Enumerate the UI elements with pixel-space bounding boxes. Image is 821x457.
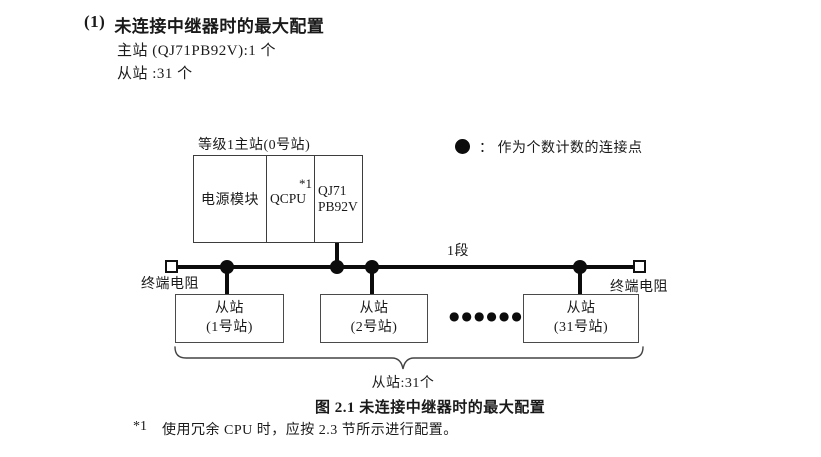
power-module-cell: 电源模块: [201, 193, 259, 208]
ellipsis-dots: ●●●●●●: [449, 309, 524, 323]
slave-station-31-box: 从站 (31号站): [523, 294, 639, 343]
slave-2-station: (2号站): [350, 319, 398, 335]
connection-dot-master: [330, 260, 344, 274]
figure-caption: 图 2.1 未连接中继器时的最大配置: [315, 400, 546, 416]
slave-station-1-box: 从站 (1号站): [175, 294, 284, 343]
drop-line-master: [335, 243, 339, 267]
master-station-spec: 主站 (QJ71PB92V):1 个: [117, 43, 277, 59]
qcpu-cell: *1 QCPU: [266, 156, 314, 242]
slave-count-label: 从站:31个: [371, 376, 435, 391]
brace: [174, 346, 644, 370]
network-module-cell: QJ71 PB92V: [314, 156, 362, 242]
section-number: (1): [84, 12, 106, 31]
footnote-marker: *1: [133, 419, 147, 434]
drop-line-slave31: [578, 267, 582, 295]
drop-line-slave1: [225, 267, 229, 295]
section-title: 未连接中继器时的最大配置: [114, 17, 325, 36]
master-station-box: 电源模块 *1 QCPU QJ71 PB92V: [193, 155, 363, 243]
slave-station-2-box: 从站 (2号站): [320, 294, 428, 343]
section-heading: (1) 未连接中继器时的最大配置: [84, 12, 324, 37]
slave-2-name: 从站: [359, 300, 389, 316]
terminator-label-right: 终端电阻: [610, 280, 668, 295]
slave-31-station: (31号站): [553, 319, 609, 335]
segment-label: 1段: [447, 244, 469, 259]
terminator-square-right: [633, 260, 646, 273]
drop-line-slave2: [370, 267, 374, 295]
qcpu-label: QCPU: [270, 191, 307, 206]
slave-1-name: 从站: [215, 300, 244, 316]
legend-text: ： 作为个数计数的连接点: [479, 141, 643, 156]
master-station-label: 等级1主站(0号站): [198, 138, 311, 153]
cpu-footnote-ref: *1: [299, 176, 312, 191]
terminator-label-left: 终端电阻: [141, 277, 199, 292]
terminator-square-left: [165, 260, 178, 273]
slave-31-name: 从站: [566, 300, 596, 316]
slave-station-spec: 从站 :31 个: [117, 66, 193, 82]
slave-1-station: (1号站): [206, 319, 253, 335]
connection-point-icon: [455, 139, 470, 154]
bus-line: [172, 265, 641, 269]
footnote-text: 使用冗余 CPU 时，应按 2.3 节所示进行配置。: [162, 423, 458, 438]
